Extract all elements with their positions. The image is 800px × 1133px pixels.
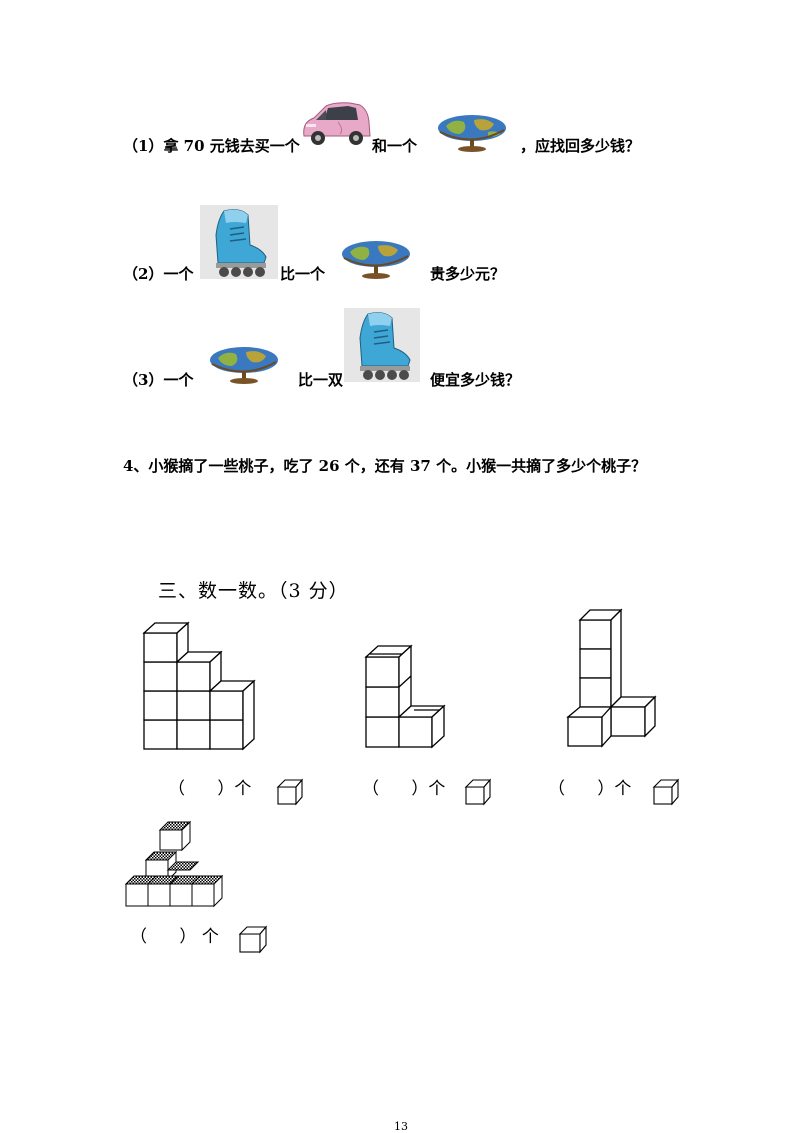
page-number: 13 xyxy=(394,1120,408,1133)
problem-3-text-b: 比一双 xyxy=(298,371,344,389)
answer-a-label: （ ）个 xyxy=(168,779,252,799)
problem-1: （1）拿 70 元钱去买一个 xyxy=(123,136,300,156)
unit-cube-icon xyxy=(652,778,680,806)
unit-cube-icon xyxy=(464,778,492,806)
roller-skate-icon xyxy=(200,205,278,279)
unit-cube-icon xyxy=(276,778,304,806)
answer-b-label: （ ）个 xyxy=(362,779,446,799)
section-3-title: 三、数一数。（3 分） xyxy=(158,580,349,602)
cube-figure-a xyxy=(142,621,256,751)
problem-3: （3）一个 xyxy=(123,370,193,390)
globe-icon xyxy=(342,241,410,279)
problem-2-number: （2） xyxy=(123,265,164,283)
problem-3-number: （3） xyxy=(123,371,164,389)
answer-d-label: （ ） 个 xyxy=(130,927,219,947)
problem-2: （2）一个 xyxy=(123,264,193,284)
problem-2-text-a: 一个 xyxy=(163,265,194,283)
problem-1-number: （1） xyxy=(123,137,164,155)
problem-2-text-b: 比一个 xyxy=(280,265,326,283)
roller-skate-icon xyxy=(344,308,420,382)
problem-1-text-c: ，应找回多少钱？ xyxy=(520,137,641,155)
globe-icon xyxy=(210,347,278,384)
problem-3-text-c: 便宜多少钱？ xyxy=(430,371,521,389)
problem-1-text-a: 拿 70 元钱去买一个 xyxy=(163,137,300,155)
problem-2-text-c: 贵多少元？ xyxy=(430,265,506,283)
answer-c-label: （ ）个 xyxy=(548,779,632,799)
cube-figure-b xyxy=(364,644,446,749)
problem-3-text-a: 一个 xyxy=(163,371,194,389)
globe-icon xyxy=(438,115,506,152)
problem-1-text-b: 和一个 xyxy=(372,137,418,155)
question-4: 4、小猴摘了一些桃子，吃了 26 个，还有 37 个。小猴一共摘了多少个桃子？ xyxy=(123,457,647,475)
car-icon xyxy=(303,102,371,145)
cube-figure-c xyxy=(566,608,657,748)
cube-figure-d xyxy=(124,820,224,908)
unit-cube-icon xyxy=(238,925,268,954)
